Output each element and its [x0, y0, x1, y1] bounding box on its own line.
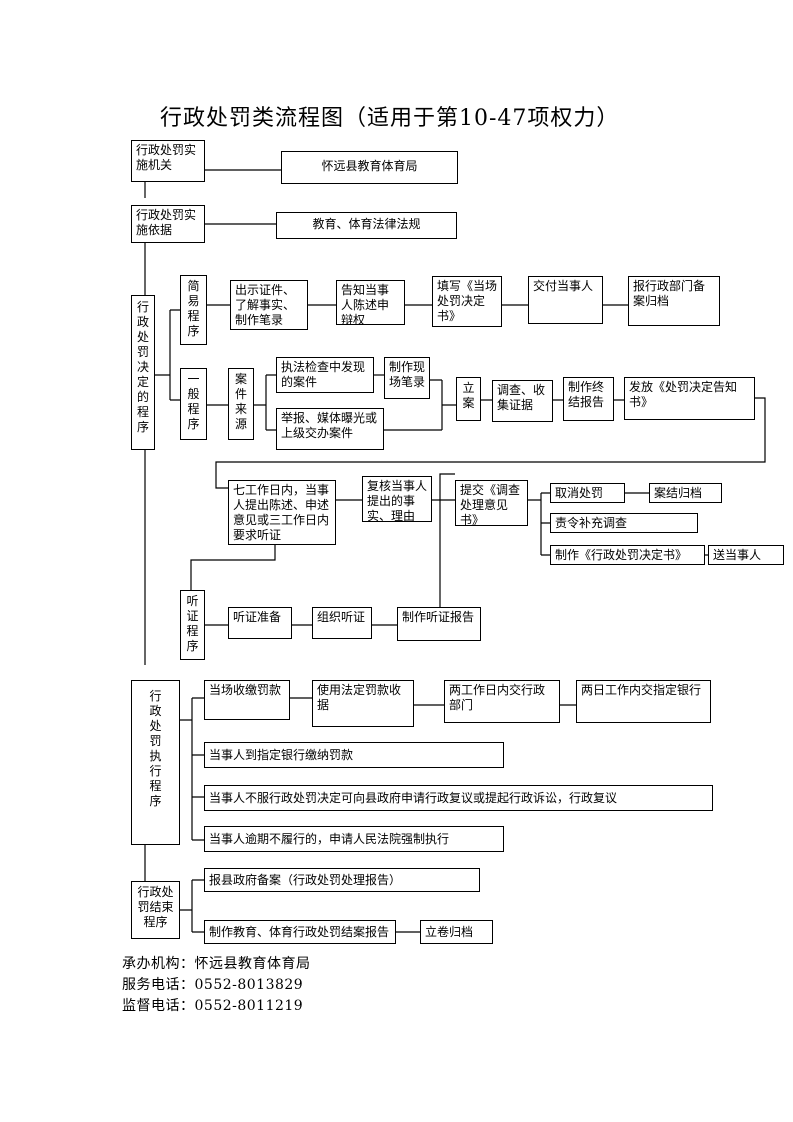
site-record-box: 制作现场笔录 [384, 357, 430, 399]
page-title: 行政处罚类流程图（适用于第10-47项权力） [160, 106, 620, 131]
appeal-box: 当事人不服行政处罚决定可向县政府申请行政复议或提起行政诉讼，行政复议 [204, 785, 713, 811]
closing-report-box: 制作教育、体育行政处罚结案报告 [204, 920, 396, 944]
end-procedure-box: 行政处罚结束程序 [131, 881, 180, 939]
supplement-investigation-box: 责令补充调查 [550, 513, 698, 533]
simple-step-3: 填写《当场处罚决定书》 [432, 276, 502, 327]
register-case-box: 立案 [456, 377, 481, 421]
notice-issue-box: 发放《处罚决定告知书》 [624, 377, 755, 420]
legal-receipt-box: 使用法定罚款收据 [312, 680, 414, 727]
impl-basis-value: 教育、体育法律法规 [276, 212, 457, 239]
case-archive-box: 案结归档 [649, 483, 722, 503]
statement-period-box: 七工作日内，当事人提出陈述、申述意见或三工作日内要求听证 [228, 480, 336, 545]
cancel-penalty-box: 取消处罚 [550, 483, 625, 503]
simple-step-4: 交付当事人 [528, 276, 603, 324]
footer-service-phone: 服务电话：0552-8013829 [122, 977, 304, 993]
execution-procedure-box: 行政处罚执行程序 [131, 680, 180, 845]
footer-org: 承办机构：怀远县教育体育局 [122, 956, 311, 972]
penalty-decision-box: 制作《行政处罚决定书》 [550, 545, 705, 565]
bank-payment-box: 当事人到指定银行缴纳罚款 [204, 742, 504, 768]
simple-step-2: 告知当事人陈述申辩权 [336, 280, 405, 325]
review-facts-box: 复核当事人提出的事实、理由 [362, 476, 432, 522]
hearing-prep-box: 听证准备 [228, 607, 292, 639]
investigate-box: 调查、收集证据 [492, 380, 553, 422]
submit-opinion-box: 提交《调查处理意见书》 [455, 480, 528, 526]
simple-procedure-box: 简易程序 [180, 275, 207, 345]
hearing-report-box: 制作听证报告 [397, 607, 481, 641]
court-enforce-box: 当事人逾期不履行的，申请人民法院强制执行 [204, 826, 504, 852]
deliver-party-box: 送当事人 [708, 545, 784, 565]
decision-procedure-box: 行政处罚决定的程序 [131, 295, 155, 450]
submit-bank-box: 两日工作内交指定银行 [576, 680, 711, 723]
case-source-box: 案件来源 [228, 368, 254, 440]
hearing-procedure-box: 听证程序 [180, 590, 205, 660]
general-procedure-box: 一般程序 [180, 368, 207, 440]
report-case-box: 举报、媒体曝光或上级交办案件 [276, 408, 384, 450]
file-archive-box: 立卷归档 [420, 920, 493, 944]
submit-admin-box: 两工作日内交行政部门 [444, 680, 560, 723]
simple-step-5: 报行政部门备案归档 [628, 276, 720, 326]
impl-agency-value: 怀远县教育体育局 [281, 151, 458, 184]
impl-basis-box: 行政处罚实施依据 [131, 205, 205, 243]
impl-agency-box: 行政处罚实施机关 [131, 140, 205, 182]
footer-supervise-phone: 监督电话：0552-8011219 [122, 998, 304, 1014]
simple-step-1: 出示证件、了解事实、制作笔录 [230, 280, 308, 330]
county-filing-box: 报县政府备案（行政处罚处理报告） [204, 868, 480, 892]
final-report-box: 制作终结报告 [563, 377, 614, 421]
onsite-fine-box: 当场收缴罚款 [204, 680, 290, 720]
inspection-case-box: 执法检查中发现的案件 [276, 357, 374, 393]
hold-hearing-box: 组织听证 [312, 607, 372, 639]
